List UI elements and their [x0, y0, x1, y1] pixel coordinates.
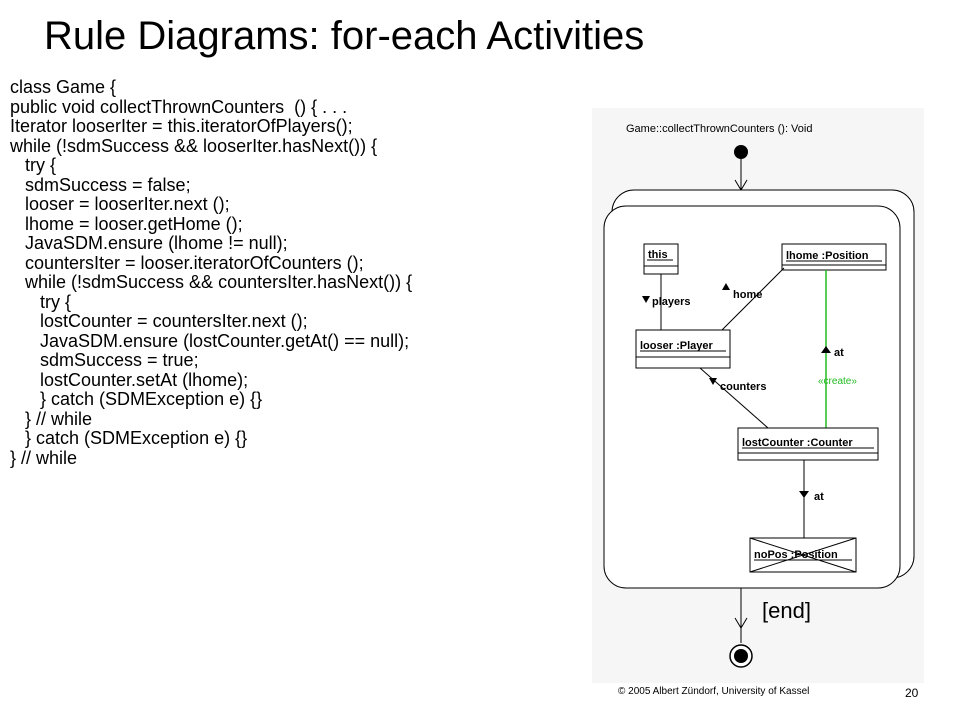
- code-line: looser = looserIter.next ();: [10, 194, 230, 214]
- link-players-label: players: [652, 296, 691, 308]
- end-node-inner: [734, 649, 748, 663]
- object-lostCounter: [737, 427, 879, 461]
- at-negative-direction-icon: [799, 491, 809, 498]
- code-line: public void collectThrownCounters () { .…: [10, 96, 348, 117]
- code-line: lhome = looser.getHome ();: [10, 213, 243, 234]
- code-line: while (!sdmSuccess && looserIter.hasNext…: [10, 135, 378, 156]
- link-counters-label: counters: [720, 381, 766, 393]
- code-line: class Game {: [10, 77, 117, 97]
- code-line: Iterator looserIter = this.iteratorOfPla…: [10, 116, 353, 136]
- code-line: lostCounter.setAt (lhome);: [10, 369, 249, 390]
- code-line: JavaSDM.ensure (lhome != null);: [10, 233, 288, 253]
- code-line: countersIter = looser.iteratorOfCounters…: [10, 252, 364, 273]
- code-line: } // while: [10, 447, 78, 468]
- negative-cross-line: [749, 537, 857, 573]
- code-line: } catch (SDMException e) {}: [10, 428, 248, 448]
- end-guard-label: [end]: [762, 598, 811, 623]
- start-node: [734, 145, 748, 159]
- link-home: [721, 267, 785, 331]
- object-looser: [635, 329, 731, 369]
- object-noPos-label: noPos :Position: [754, 549, 838, 561]
- code-line: sdmSuccess = true;: [10, 350, 199, 370]
- object-lhome-label: lhome :Position: [786, 250, 869, 262]
- link-at-create-label: at: [834, 347, 844, 359]
- code-line: while (!sdmSuccess && countersIter.hasNe…: [10, 272, 413, 292]
- code-line: } // while: [10, 408, 93, 429]
- page-number: 20: [905, 686, 919, 700]
- activity-diagram: Game::collectThrownCounters (): Void thi…: [592, 108, 924, 683]
- code-line: lostCounter = countersIter.next ();: [10, 311, 308, 331]
- copyright-footer: © 2005 Albert Zündorf, University of Kas…: [618, 686, 810, 697]
- home-direction-icon: [722, 283, 730, 290]
- object-this: [643, 243, 679, 275]
- code-line: } catch (SDMException e) {}: [10, 389, 263, 409]
- end-arrowhead: [734, 617, 748, 629]
- object-this-label: this: [648, 249, 668, 261]
- create-stereotype: «create»: [818, 376, 857, 387]
- slide-title: Rule Diagrams: for-each Activities: [44, 14, 645, 58]
- code-line: sdmSuccess = false;: [10, 174, 191, 195]
- diagram-header: Game::collectThrownCounters (): Void: [626, 123, 812, 135]
- link-at-negative-label: at: [814, 491, 824, 503]
- object-lostCounter-label: lostCounter :Counter: [742, 437, 853, 449]
- counters-direction-icon: [709, 378, 717, 385]
- link-home-label: home: [733, 289, 762, 301]
- object-lhome: [781, 243, 887, 271]
- at-direction-icon: [821, 346, 831, 353]
- code-line: try {: [10, 291, 72, 312]
- players-direction-icon: [642, 296, 650, 303]
- code-listing: class Game { public void collectThrownCo…: [10, 77, 610, 468]
- code-line: try {: [10, 155, 57, 175]
- code-line: JavaSDM.ensure (lostCounter.getAt() == n…: [10, 330, 410, 351]
- object-looser-label: looser :Player: [640, 340, 713, 352]
